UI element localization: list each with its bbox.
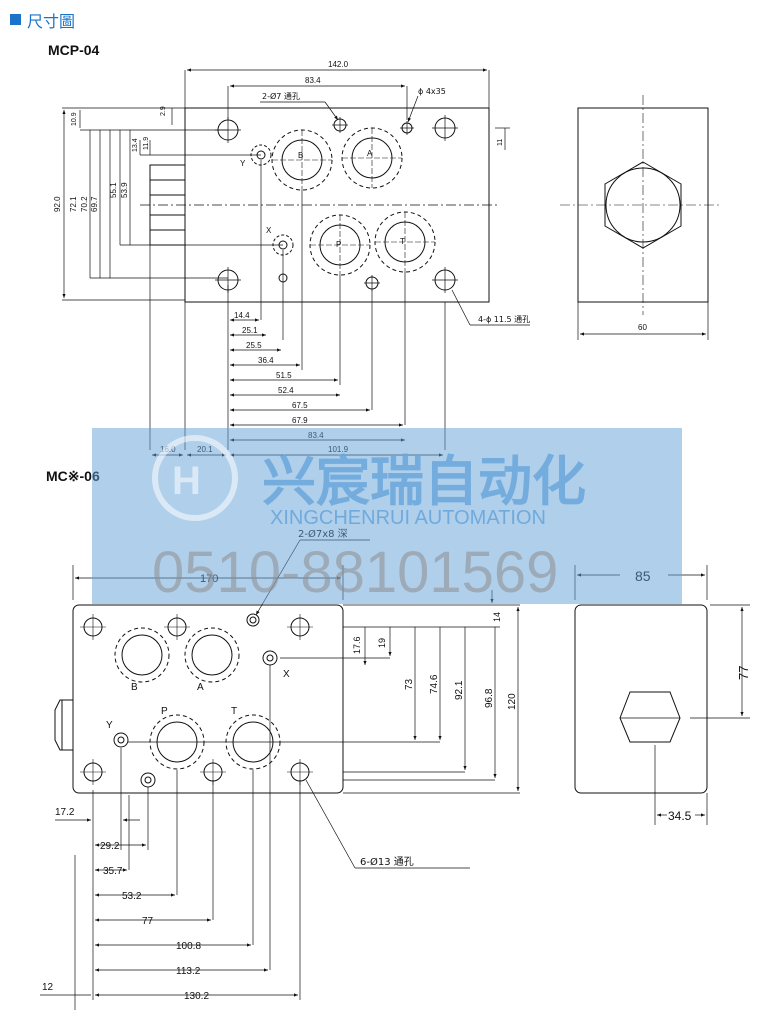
dimension-label: 35.7 — [103, 866, 123, 877]
bottom-body-outline — [72, 604, 344, 794]
dimension-label: X — [283, 669, 290, 680]
dimension-label: P — [336, 240, 341, 249]
watermark-band: H 兴宸瑞自动化 XINGCHENRUI AUTOMATION 0510-881… — [92, 428, 682, 605]
bottom-side-labels: 85 77 34.5 — [635, 568, 751, 823]
dimension-label: 130.2 — [184, 991, 209, 1002]
dimension-label: Y — [106, 720, 113, 731]
dimension-label: H — [172, 459, 201, 503]
dimension-label: X — [266, 226, 272, 235]
watermark-company-cn: 兴宸瑞自动化 — [262, 450, 586, 513]
dimension-label: 69.7 — [90, 196, 99, 212]
header: 尺寸圖 — [0, 0, 780, 40]
top-side-width: 60 — [638, 323, 647, 332]
dimension-label: 67.9 — [292, 416, 308, 425]
dimension-label: 72.1 — [69, 196, 78, 212]
dimension-label: 73 — [404, 678, 415, 690]
dimension-label: P — [161, 706, 168, 717]
bottom-port-labels: B A X Y P T — [106, 669, 290, 731]
dimension-label: 96.8 — [484, 688, 495, 708]
dimension-label: 120 — [507, 693, 518, 710]
dimension-label: 53.2 — [122, 891, 142, 902]
dimension-label: 51.5 — [276, 371, 292, 380]
dimension-label: 74.6 — [429, 674, 440, 694]
dimension-label: 10.9 — [71, 112, 78, 126]
top-side-view — [560, 95, 720, 340]
dimension-label: 2-Ø7 通孔 — [262, 91, 300, 101]
dimension-label: 70.2 — [80, 196, 89, 212]
dimension-label: 92.1 — [454, 680, 465, 700]
dimension-label: A — [367, 149, 373, 158]
dimension-label: 11 — [497, 139, 504, 146]
dimension-label: 55.1 — [109, 182, 118, 198]
model-label-bottom: MC※-06 — [46, 468, 100, 484]
dimension-label: T — [231, 706, 237, 717]
dimension-label: 19 — [377, 638, 387, 648]
dimension-label: 14 — [492, 612, 502, 622]
dimension-label: 77 — [142, 916, 154, 927]
model-label-top: MCP-04 — [48, 42, 100, 58]
dimension-label: 100.8 — [176, 941, 201, 952]
dimension-label: 14.4 — [234, 311, 250, 320]
dimension-label: 67.5 — [292, 401, 308, 410]
dimension-label: 52.4 — [278, 386, 294, 395]
dimension-label: Y — [240, 159, 246, 168]
dimension-label: 53.9 — [120, 182, 129, 198]
top-port-labels: B A P T X Y — [240, 149, 405, 249]
dimension-label: 77 — [736, 666, 751, 680]
top-front-view — [140, 107, 500, 303]
dimension-label: 6-Ø13 通孔 — [360, 856, 414, 868]
dimension-label: 25.1 — [242, 326, 258, 335]
dimension-label: 13.4 — [132, 138, 139, 152]
dimension-label: B — [131, 682, 138, 693]
square-bullet-icon — [10, 14, 21, 25]
dimension-label: 17.6 — [352, 636, 362, 654]
dimension-label: B — [298, 151, 303, 160]
dimension-label: A — [197, 682, 204, 693]
dimension-label: 17.2 — [55, 807, 75, 818]
dimension-label: 2.9 — [160, 106, 167, 116]
dimension-label: 4-ϕ 11.5 通孔 — [478, 314, 530, 324]
watermark-phone: 0510-88101569 — [152, 540, 558, 605]
dimension-label: 36.4 — [258, 356, 274, 365]
dimension-label: 92.0 — [53, 196, 62, 212]
bottom-front-view — [54, 604, 344, 794]
dimension-label: 83.4 — [305, 76, 321, 85]
dimension-label: 113.2 — [176, 966, 201, 977]
page-title: 尺寸圖 — [27, 12, 76, 31]
dimension-label: ϕ 4x35 — [418, 87, 446, 96]
bottom-dimensions — [40, 539, 520, 1010]
top-dimensions — [62, 68, 530, 457]
dimension-label: 12 — [42, 982, 54, 993]
dimension-label: T — [400, 237, 405, 246]
dimension-label: 11.9 — [143, 137, 150, 150]
watermark-logo-icon: H — [152, 435, 238, 521]
dimension-label: 29.2 — [100, 841, 120, 852]
dimension-label: 34.5 — [668, 809, 692, 823]
dimension-label: 142.0 — [328, 60, 349, 69]
top-dimension-labels: 142.0 83.4 2-Ø7 通孔 ϕ 4x35 2.9 10.9 13.4 … — [53, 60, 530, 454]
watermark-company-en: XINGCHENRUI AUTOMATION — [270, 507, 546, 529]
dimension-label: 25.5 — [246, 341, 262, 350]
